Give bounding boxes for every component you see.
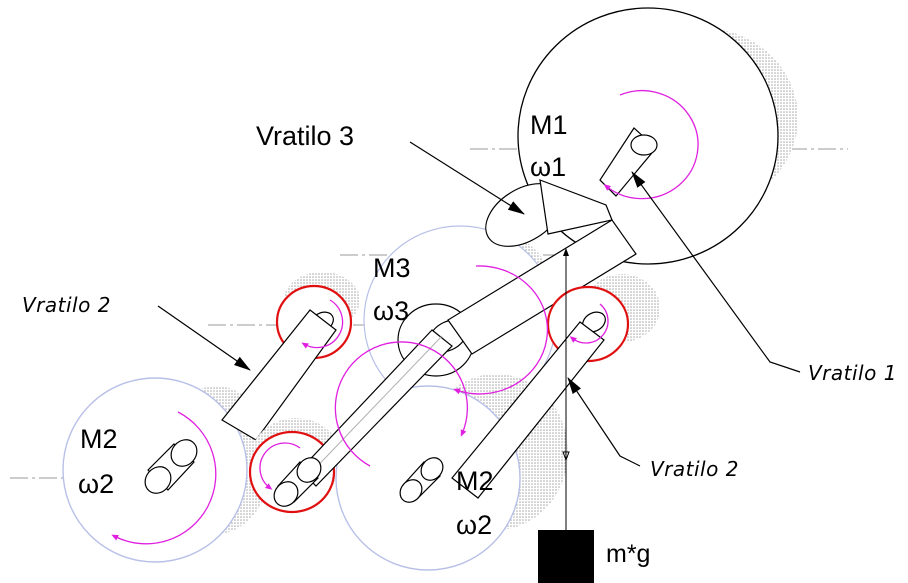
- label-m2-right: M2: [456, 466, 494, 496]
- weight-block-icon: [538, 530, 594, 583]
- label-vratilo-2-right: Vratilo 2: [650, 457, 739, 481]
- label-omega2-right: ω2: [456, 510, 492, 540]
- leader-vratilo-3: [409, 141, 525, 215]
- rotation-arrow-m3: [453, 265, 549, 395]
- callout-arrows: [157, 141, 801, 467]
- label-omega3: ω3: [373, 296, 409, 326]
- rope-and-weight: [538, 248, 594, 583]
- label-omega1: ω1: [530, 152, 566, 182]
- shaft-stubs: [144, 439, 444, 507]
- label-vratilo-1: Vratilo 1: [808, 361, 897, 385]
- label-m2-left: M2: [80, 424, 118, 454]
- rotation-arrow-m1: [603, 90, 699, 200]
- label-m1: M1: [530, 110, 568, 140]
- shaft-inner: [299, 329, 453, 487]
- leader-vratilo-2-left: [157, 305, 251, 371]
- rotation-arrows: [111, 90, 699, 545]
- label-m3: M3: [373, 253, 411, 283]
- rotation-arrow-small-lc: [259, 442, 301, 490]
- leader-vratilo-2-right: [567, 377, 641, 467]
- rotation-arrow-small-ur: [569, 303, 609, 344]
- label-vratilo-3: Vratilo 3: [256, 121, 354, 151]
- rotation-arrow-m2-left: [111, 411, 217, 545]
- label-omega2-left: ω2: [78, 469, 114, 499]
- shaft-vratilo-3: [447, 127, 658, 355]
- label-vratilo-2-left: Vratilo 2: [22, 293, 111, 317]
- leader-vratilo-1: [631, 171, 801, 373]
- label-weight: m*g: [606, 540, 650, 568]
- rotation-arrow-small-ul: [301, 299, 344, 349]
- rotation-arrow-m2-right: [334, 341, 469, 467]
